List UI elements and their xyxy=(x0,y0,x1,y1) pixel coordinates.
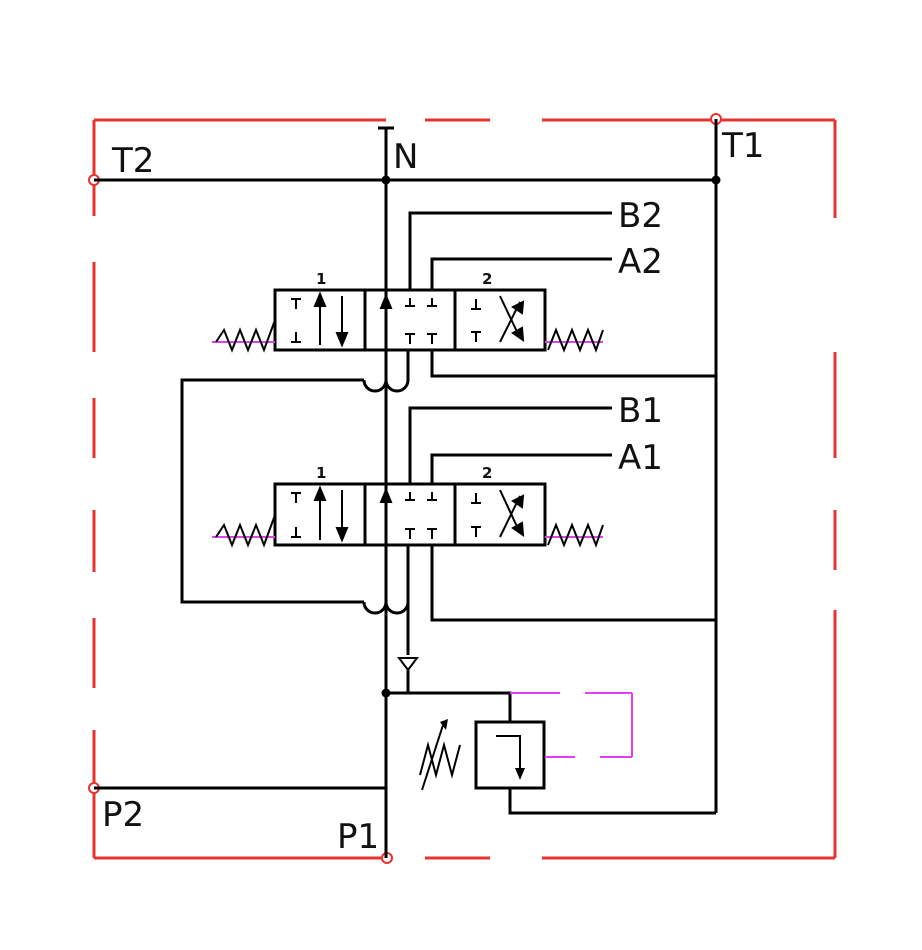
port-t1-label: T1 xyxy=(721,126,764,166)
upper-valve-spring-right xyxy=(545,327,604,353)
valve-block-boundary xyxy=(92,118,837,860)
relief-valve xyxy=(419,692,633,791)
lower-valve-position-1: 1 xyxy=(316,464,326,482)
lower-valve-position-2: 2 xyxy=(482,464,492,482)
lower-valve-spring-right xyxy=(545,522,604,548)
spool-valve-upper: 1 2 xyxy=(212,270,604,353)
port-p2-label: P2 xyxy=(102,795,144,835)
upper-valve-spring-left xyxy=(212,319,276,353)
spool-valve-lower: 1 2 xyxy=(212,464,604,548)
port-a2-label: A2 xyxy=(618,242,663,282)
port-a1-label: A1 xyxy=(618,438,663,478)
port-t2-label: T2 xyxy=(111,141,154,181)
port-n-label: N xyxy=(393,137,418,177)
lower-valve-spring-left xyxy=(212,514,276,548)
check-valve xyxy=(397,657,419,693)
port-p1-label: P1 xyxy=(337,817,379,857)
port-b1-label: B1 xyxy=(618,391,663,431)
junction-dots xyxy=(381,175,721,698)
port-b2-label: B2 xyxy=(618,196,663,236)
upper-valve-position-2: 2 xyxy=(482,270,492,288)
upper-valve-position-1: 1 xyxy=(316,270,326,288)
